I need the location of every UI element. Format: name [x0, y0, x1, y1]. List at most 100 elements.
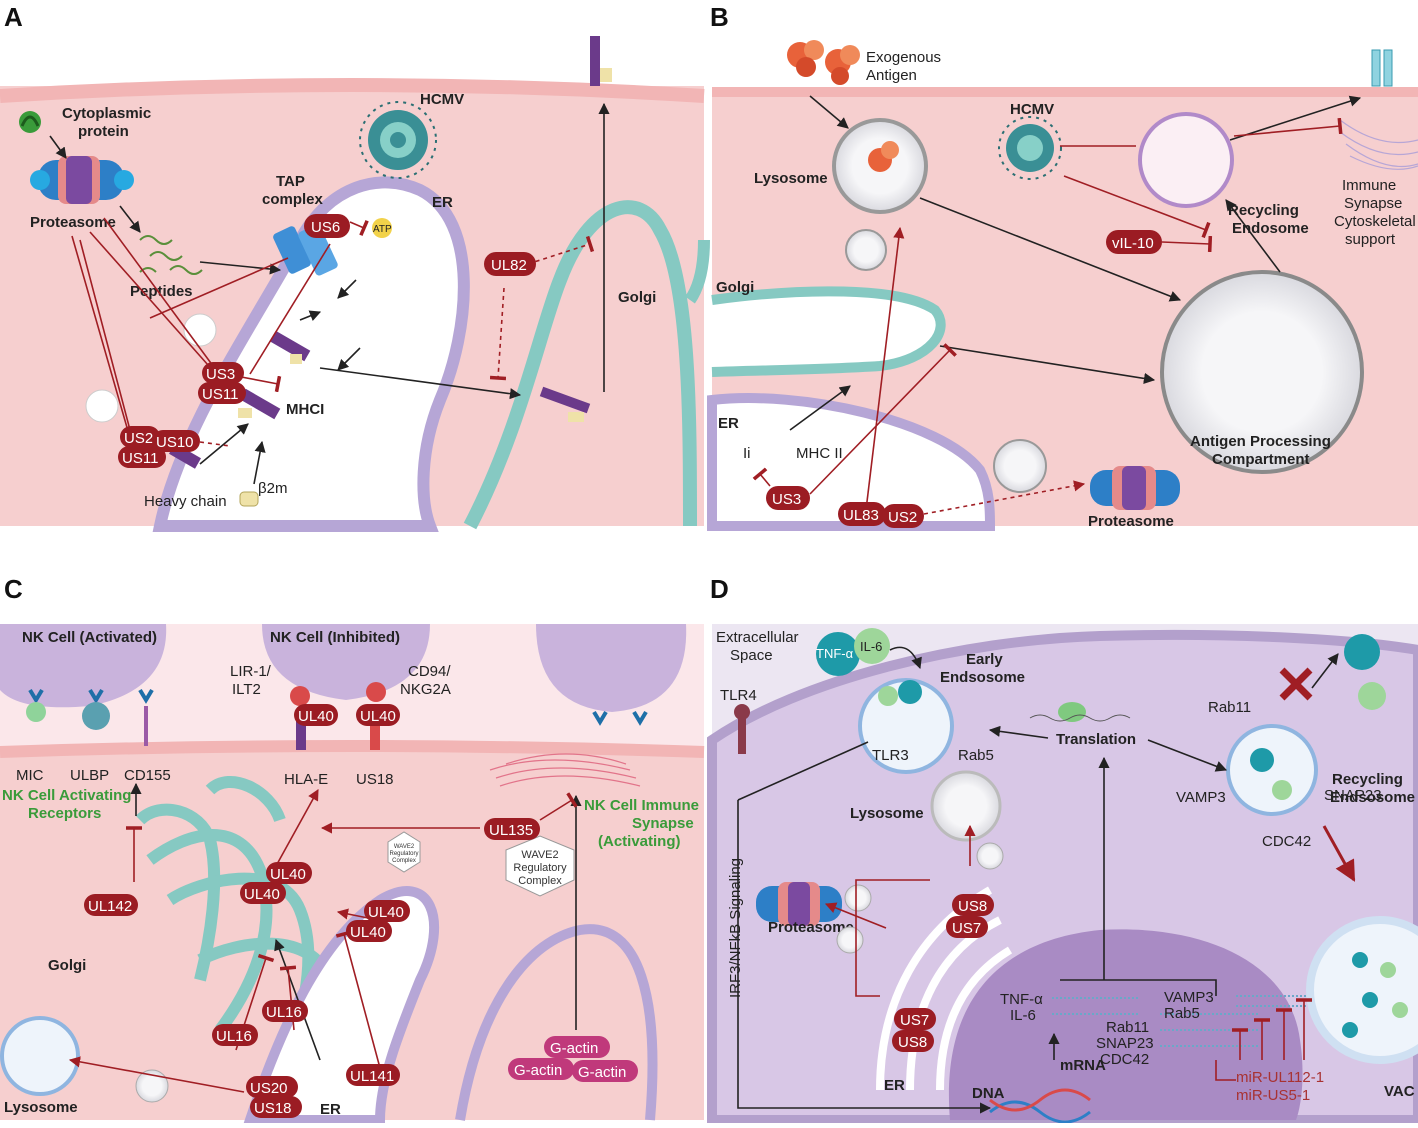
proteasome-label-a: Proteasome — [30, 214, 116, 231]
us18-pill — [250, 1096, 302, 1118]
us7-a-label: US7 — [952, 920, 981, 937]
golgi-label-a: Golgi — [618, 289, 656, 306]
arrows-d — [737, 646, 1339, 1114]
ul40-lir-pill — [294, 704, 338, 726]
ul16-b-label: UL16 — [216, 1028, 252, 1045]
vesicle-icon-c — [135, 1069, 169, 1103]
us2-label-b: US2 — [888, 509, 917, 526]
ul141-label: UL141 — [350, 1068, 394, 1085]
ul40-a-label: UL40 — [270, 866, 306, 883]
er-label-b: ER — [718, 415, 739, 432]
nk-cell-right — [536, 624, 687, 712]
atp-icon — [372, 218, 392, 238]
us11b-pill-a — [118, 446, 166, 468]
tnf-label: TNF-α — [816, 646, 854, 661]
us11b-label-a: US11 — [122, 450, 158, 467]
us10-pill-a — [152, 430, 200, 452]
ul40-c-label: UL40 — [368, 904, 404, 921]
golgi-b — [711, 286, 946, 377]
vil10-pill — [1106, 230, 1162, 254]
arrows-a — [49, 102, 610, 485]
tap-complex-icon — [273, 224, 338, 276]
us2-pill-a — [120, 426, 160, 448]
mrna-label: mRNA — [1060, 1057, 1106, 1074]
vamp3-label: VAMP3 — [1176, 789, 1226, 806]
plasma-membrane-c — [0, 740, 705, 758]
nk-inhibited-label: NK Cell (Inhibited) — [270, 629, 400, 646]
vil10-label: vIL-10 — [1112, 235, 1154, 252]
vesicle-icon-d2 — [836, 926, 864, 954]
cdc42-label: CDC42 — [1262, 833, 1311, 850]
er-label-a: ER — [432, 194, 453, 211]
recycling-endosome-d — [1226, 724, 1318, 816]
ul83-pill — [838, 502, 886, 526]
vac-compartment — [1306, 916, 1418, 1064]
ul82-pill — [484, 252, 536, 276]
ul40-b-pill — [240, 882, 286, 904]
er-label-c: ER — [320, 1101, 341, 1118]
lysosome-c — [0, 1016, 80, 1096]
dna-icon — [989, 1088, 1091, 1124]
wave2-small-icon — [387, 831, 421, 873]
panel-d-letter: D — [710, 574, 729, 604]
us11-pill-a — [198, 382, 246, 404]
exogenous-antigen-icon — [787, 40, 860, 85]
vesicle-icon-d1 — [844, 884, 872, 912]
rab11-label: Rab11 — [1208, 699, 1251, 716]
panel-b-letter: B — [710, 2, 729, 32]
heavy-chain-label: Heavy chain — [144, 493, 227, 510]
snap23-label: SNAP23 — [1324, 787, 1382, 804]
ul16-a-pill — [262, 1000, 308, 1022]
er-a — [152, 176, 470, 532]
g-actin-pill-3 — [572, 1060, 638, 1082]
dna-label: DNA — [972, 1085, 1005, 1102]
us18-label: US18 — [254, 1100, 292, 1117]
ul135-pill — [484, 818, 540, 840]
ul40-cd94-label: UL40 — [360, 708, 396, 725]
tlr4-label: TLR4 — [720, 687, 757, 704]
inhibitory-lines-a — [71, 217, 595, 447]
g-actin-label-1: G-actin — [550, 1040, 598, 1057]
ii-label: Ii — [743, 445, 751, 462]
ul40-c-pill — [364, 900, 410, 922]
nk-cell-inhibited — [262, 624, 430, 700]
proteasome-icon-a — [30, 156, 134, 204]
panel-a-letter: A — [4, 2, 23, 32]
mrna-list — [1052, 995, 1306, 1047]
b2m-icon — [239, 491, 259, 507]
gene-rab5: Rab5 — [1164, 1005, 1200, 1022]
us2-pill-b — [882, 504, 924, 528]
mhci-icon — [169, 36, 612, 469]
lysosome-d — [930, 770, 1002, 842]
arrows-c — [130, 782, 582, 1061]
nk-activated-label: NK Cell (Activated) — [22, 629, 157, 646]
panel-c: C NK Cell (Activated) NK Cell (Inhibited… — [0, 574, 705, 1125]
panel-c-letter: C — [4, 574, 23, 604]
mhcii-label: MHC II — [796, 445, 843, 462]
plasma-membrane-a — [0, 78, 705, 103]
proteasome-label-b: Proteasome — [1088, 513, 1174, 530]
vesicle-icon-b1 — [845, 229, 887, 271]
translation-label: Translation — [1056, 731, 1136, 748]
il6-label: IL-6 — [860, 639, 882, 654]
nk-receptors-icon — [26, 682, 648, 750]
peptides-icon — [139, 235, 203, 275]
mhci-label: MHCI — [286, 401, 324, 418]
proteasome-label-d: Proteasome — [768, 919, 854, 936]
il6-icon — [854, 628, 890, 664]
wave2-complex-icon — [505, 835, 575, 897]
hcmv-virus-icon-b — [998, 116, 1062, 180]
mir-us5-label: miR-US5-1 — [1236, 1087, 1310, 1104]
